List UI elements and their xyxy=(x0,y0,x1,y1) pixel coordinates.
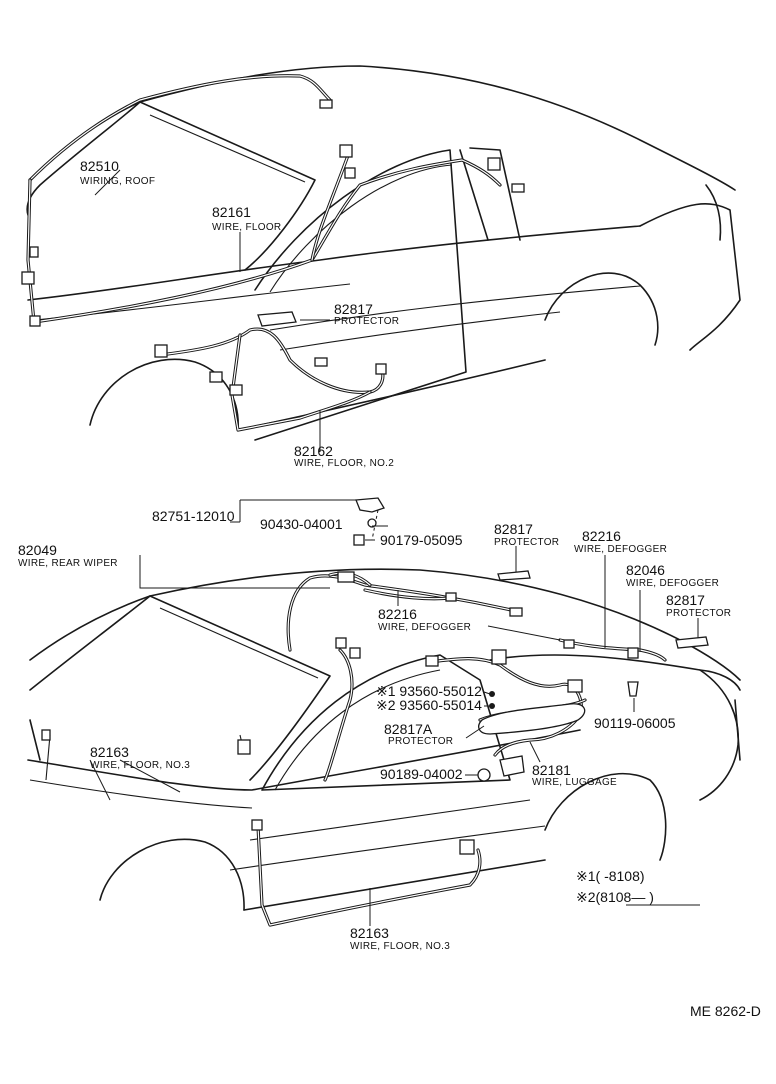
part-90430-04001: 90430-04001 xyxy=(260,516,343,532)
part-82817-lower-mid: 82817 PROTECTOR xyxy=(494,521,559,548)
svg-text:82817A: 82817A xyxy=(384,721,433,737)
part-82046: 82046 WIRE, DEFOGGER xyxy=(626,562,719,589)
legend-line-1: ※1( -8108) xyxy=(576,868,645,884)
svg-text:82049: 82049 xyxy=(18,542,57,558)
lower-wiring xyxy=(41,497,709,927)
svg-text:82817: 82817 xyxy=(334,301,373,317)
svg-text:90430-04001: 90430-04001 xyxy=(260,516,343,532)
upper-car-body xyxy=(26,65,741,441)
part-82817A: 82817A PROTECTOR xyxy=(384,721,453,747)
svg-text:82216: 82216 xyxy=(378,606,417,622)
svg-text:WIRING, ROOF: WIRING, ROOF xyxy=(80,176,155,187)
upper-wiring xyxy=(21,74,525,432)
part-82049: 82049 WIRE, REAR WIPER xyxy=(18,542,118,569)
part-82163-left: 82163 WIRE, FLOOR, NO.3 xyxy=(90,744,190,771)
part-90119-06005: 90119-06005 xyxy=(594,715,676,731)
upper-leaders xyxy=(94,169,330,452)
legend-line-2: ※2(8108— ) xyxy=(576,889,654,905)
svg-text:WIRE, REAR WIPER: WIRE, REAR WIPER xyxy=(18,558,118,569)
svg-text:※2 93560-55014: ※2 93560-55014 xyxy=(376,697,482,713)
svg-text:PROTECTOR: PROTECTOR xyxy=(334,316,399,327)
part-82162: 82162 WIRE, FLOOR, NO.2 xyxy=(294,443,394,469)
svg-text:WIRE, DEFOGGER: WIRE, DEFOGGER xyxy=(626,578,719,589)
part-82216-right: 82216 WIRE, DEFOGGER xyxy=(574,528,667,555)
svg-text:82510: 82510 xyxy=(80,158,119,174)
part-82817-lower-right: 82817 PROTECTOR xyxy=(666,592,731,619)
svg-text:WIRE, FLOOR, NO.3: WIRE, FLOOR, NO.3 xyxy=(90,760,190,771)
svg-text:WIRE, LUGGAGE: WIRE, LUGGAGE xyxy=(532,777,617,788)
svg-text:82817: 82817 xyxy=(666,592,705,608)
svg-text:※1 93560-55012: ※1 93560-55012 xyxy=(376,683,482,699)
part-93560-55014: ※2 93560-55014 xyxy=(376,697,482,713)
svg-text:PROTECTOR: PROTECTOR xyxy=(388,736,453,747)
legend: ※1( -8108) ※2(8108— ) xyxy=(576,868,700,906)
svg-text:82163: 82163 xyxy=(90,744,129,760)
part-82181: 82181 WIRE, LUGGAGE xyxy=(532,762,617,788)
svg-text:PROTECTOR: PROTECTOR xyxy=(494,537,559,548)
svg-text:90189-04002: 90189-04002 xyxy=(380,766,463,782)
svg-text:82817: 82817 xyxy=(494,521,533,537)
part-82817-upper: 82817 PROTECTOR xyxy=(334,301,399,327)
part-82163-bottom: 82163 WIRE, FLOOR, NO.3 xyxy=(350,925,450,952)
svg-text:82181: 82181 xyxy=(532,762,571,778)
svg-text:WIRE, FLOOR, NO.3: WIRE, FLOOR, NO.3 xyxy=(350,941,450,952)
part-82751-12010: 82751-12010 xyxy=(152,508,235,524)
svg-text:82216: 82216 xyxy=(582,528,621,544)
svg-text:90179-05095: 90179-05095 xyxy=(380,532,463,548)
svg-text:82163: 82163 xyxy=(350,925,389,941)
part-90189-04002: 90189-04002 xyxy=(380,766,463,782)
part-82510: 82510 WIRING, ROOF xyxy=(80,158,155,187)
svg-text:90119-06005: 90119-06005 xyxy=(594,715,676,731)
svg-text:82046: 82046 xyxy=(626,562,665,578)
part-82161: 82161 WIRE, FLOOR xyxy=(212,204,281,233)
lower-leaders xyxy=(89,499,699,926)
svg-text:82161: 82161 xyxy=(212,204,251,220)
svg-text:WIRE, FLOOR: WIRE, FLOOR xyxy=(212,222,281,233)
svg-text:82162: 82162 xyxy=(294,443,333,459)
svg-text:PROTECTOR: PROTECTOR xyxy=(666,608,731,619)
svg-text:WIRE, DEFOGGER: WIRE, DEFOGGER xyxy=(574,544,667,555)
part-82216-center: 82216 WIRE, DEFOGGER xyxy=(378,606,471,633)
svg-text:WIRE, FLOOR, NO.2: WIRE, FLOOR, NO.2 xyxy=(294,458,394,469)
svg-text:WIRE, DEFOGGER: WIRE, DEFOGGER xyxy=(378,622,471,633)
part-93560-55012: ※1 93560-55012 xyxy=(376,683,482,699)
part-90179-05095: 90179-05095 xyxy=(380,532,463,548)
svg-text:82751-12010: 82751-12010 xyxy=(152,508,235,524)
drawing-code: ME 8262-D xyxy=(690,1003,761,1019)
